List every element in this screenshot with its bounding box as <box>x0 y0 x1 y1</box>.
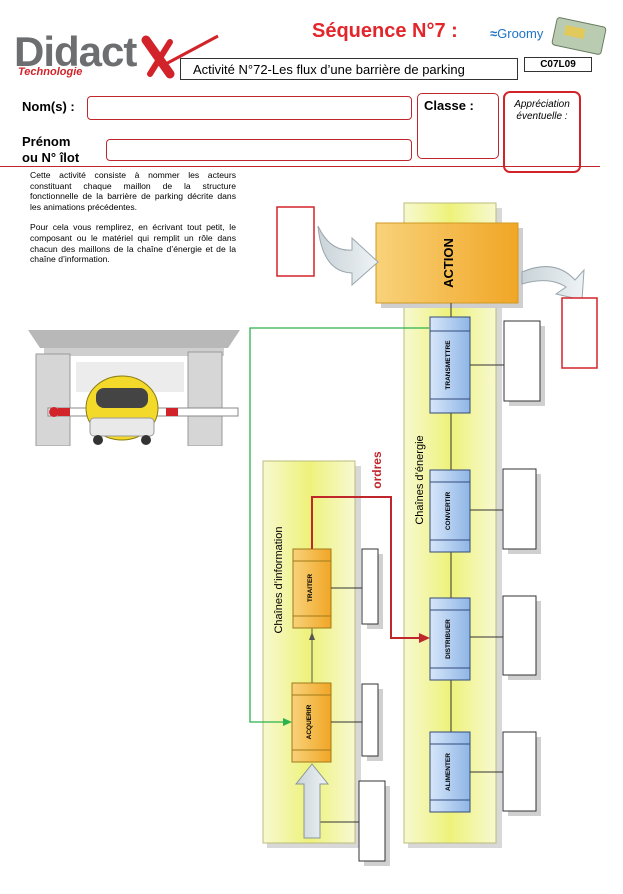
prenom-field[interactable] <box>106 139 412 161</box>
input-answer-box[interactable] <box>276 206 315 277</box>
block-transmettre: TRANSMETTRE <box>429 316 471 414</box>
feedback-arrow-icon <box>283 718 292 726</box>
output-answer-box[interactable] <box>561 297 598 369</box>
ilot-label: ou N° îlot <box>22 150 80 165</box>
nom-field[interactable] <box>87 96 412 120</box>
block-transmettre-label: TRANSMETTRE <box>445 340 452 390</box>
answer-box-acquerir[interactable] <box>331 683 383 761</box>
block-distribuer-label: DISTRIBUER <box>445 619 452 659</box>
sequence-title: Séquence N°7 : <box>312 20 458 42</box>
block-acquerir-label: ACQUERIR <box>306 704 313 739</box>
didact-logo: Didact <box>14 28 137 75</box>
feedback-flow-line <box>249 327 429 723</box>
block-convertir: CONVERTIR <box>429 469 471 553</box>
answer-box-traiter[interactable] <box>331 548 383 629</box>
logo-x-icon <box>141 34 219 79</box>
answer-box-alimenter[interactable] <box>470 731 541 816</box>
answer-box-distribuer[interactable] <box>470 595 541 680</box>
orders-arrow-icon <box>419 633 430 643</box>
info-up-arrow-icon <box>309 632 315 640</box>
input-arrow <box>317 225 379 287</box>
logo-subtitle: Technologie <box>18 66 83 78</box>
header-divider <box>0 166 600 167</box>
classe-label: Classe : <box>424 98 474 113</box>
orders-label: ordres <box>370 451 384 489</box>
classe-field[interactable]: Classe : <box>417 93 499 159</box>
nom-label: Nom(s) : <box>22 99 75 114</box>
answer-box-transmettre[interactable] <box>470 320 545 406</box>
appreciation-label: Appréciation <box>514 99 570 110</box>
appreciation-box: Appréciation éventuelle : <box>503 91 581 173</box>
block-alimenter: ALIMENTER <box>429 731 471 813</box>
intro-paragraph-2: Pour cela vous remplirez, en écrivant to… <box>30 222 236 265</box>
prenom-label: Prénom <box>22 134 71 149</box>
energy-chain-label: Chaînes d’énergie <box>414 435 426 524</box>
action-box <box>375 222 519 304</box>
parking-barrier-illustration <box>28 330 240 446</box>
action-label: ACTION <box>441 238 456 288</box>
block-alimenter-label: ALIMENTER <box>445 753 452 791</box>
appreciation-sublabel: éventuelle : <box>516 111 568 122</box>
block-acquerir: ACQUERIR <box>291 682 332 763</box>
sensor-input-arrow <box>294 763 330 839</box>
brand-logo: ≈Groomy <box>490 26 544 41</box>
answer-box-convertir[interactable] <box>470 468 541 554</box>
orders-flow-line <box>311 496 420 639</box>
info-chain-label: Chaînes d’information <box>273 526 285 633</box>
block-convertir-label: CONVERTIR <box>445 492 452 531</box>
block-traiter-label: TRAITER <box>307 574 314 602</box>
activity-title: Activité N°72-Les flux d’une barrière de… <box>180 58 518 80</box>
activity-code: C07L09 <box>524 57 592 72</box>
block-distribuer: DISTRIBUER <box>429 597 471 681</box>
intro-text: Cette activité consiste à nommer les act… <box>30 170 236 275</box>
answer-box-sensor-input[interactable] <box>320 780 390 866</box>
output-arrow <box>521 266 585 301</box>
block-traiter: TRAITER <box>292 548 332 629</box>
device-image <box>551 17 607 55</box>
intro-paragraph-1: Cette activité consiste à nommer les act… <box>30 170 236 212</box>
